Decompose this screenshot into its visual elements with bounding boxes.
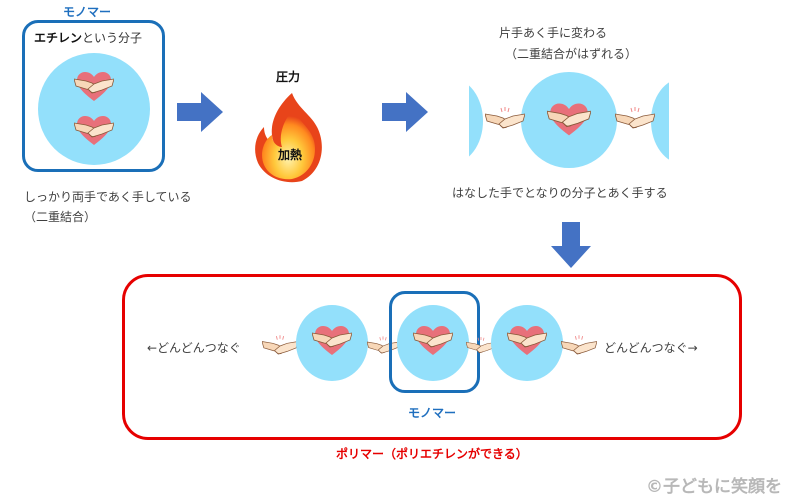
center-molecule [521, 72, 617, 168]
neighbor-molecule-left [469, 78, 483, 164]
arrow-right-icon [177, 92, 223, 132]
single-bond-caption: 片手あく手に変わる [499, 26, 608, 40]
heart-handshake-icon [507, 325, 547, 357]
handshake-icon [615, 104, 655, 134]
extend-left-text: ←どんどんつなぐ [147, 341, 241, 355]
flame-icon: 加熱 [252, 93, 330, 183]
heart-handshake-icon [547, 102, 591, 138]
monomer-label: モノマー [408, 406, 457, 420]
copyright-watermark: ©子どもに笑顔を [646, 477, 782, 497]
monomer-highlight-box [389, 291, 480, 393]
polymer-molecule [397, 305, 469, 381]
arrow-down-icon [551, 222, 591, 268]
polymer-molecule [491, 305, 563, 381]
neighbor-molecule-right [651, 78, 669, 164]
heart-handshake-icon [74, 71, 114, 103]
bond-neighbor-caption: はなした手でとなりの分子とあく手する [452, 186, 668, 200]
handshake-icon [262, 333, 298, 359]
ethylene-molecule [38, 53, 150, 165]
extend-right-text: どんどんつなぐ→ [604, 341, 698, 355]
heart-handshake-icon [312, 325, 352, 357]
ethylene-suffix: という分子 [82, 31, 143, 45]
polymer-caption: ポリマー（ポリエチレンができる） [336, 447, 528, 461]
breaking-bond-illustration [469, 70, 669, 170]
double-bond-caption: しっかり両手であく手している [24, 190, 192, 204]
ethylene-label: エチレンという分子 [34, 29, 142, 46]
handshake-icon [561, 333, 597, 359]
monomer-title: モノマー [63, 5, 112, 19]
polymer-molecule [296, 305, 368, 381]
heart-handshake-icon [74, 115, 114, 147]
arrow-right-icon [382, 92, 428, 132]
double-bond-break-note: （二重結合がはずれる） [505, 47, 638, 61]
monomer-box: エチレンという分子 [22, 20, 165, 172]
pressure-label: 圧力 [276, 70, 301, 84]
ethylene-name: エチレン [34, 31, 83, 45]
heart-handshake-icon [413, 325, 453, 357]
double-bond-note: （二重結合） [24, 210, 97, 224]
handshake-icon [485, 104, 525, 134]
heat-label: 加熱 [278, 148, 303, 162]
polymer-box [122, 274, 742, 440]
